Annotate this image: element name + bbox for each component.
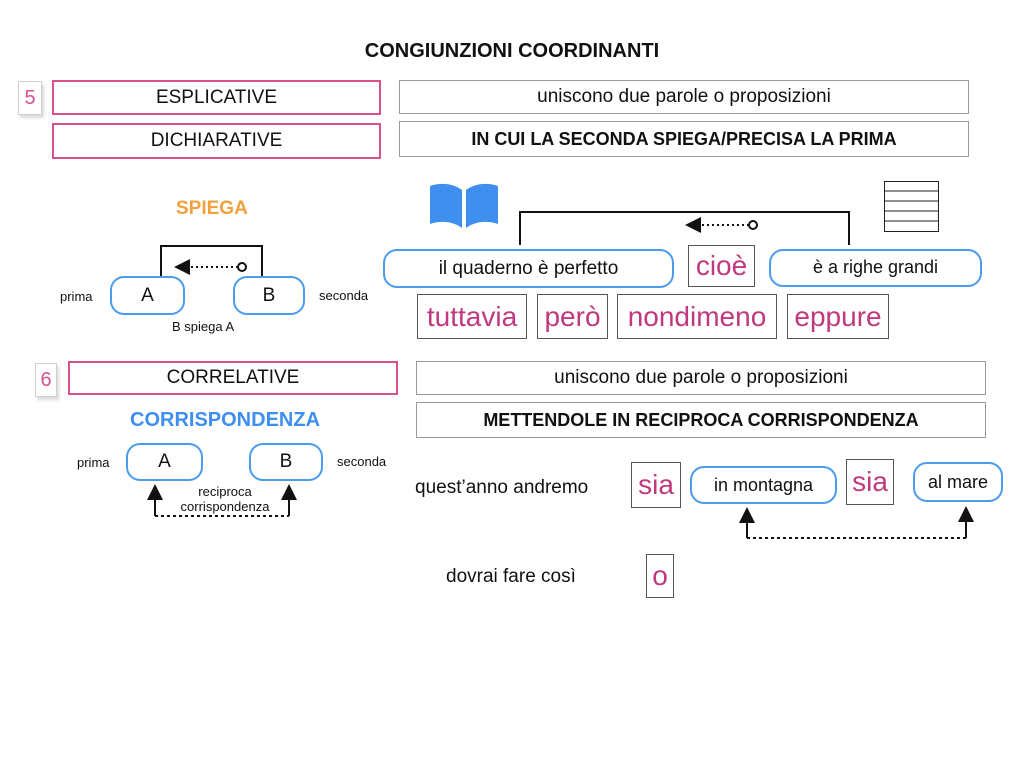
- diagram-heading-corrispondenza: CORRISPONDENZA: [130, 409, 321, 431]
- lined-notebook-icon: [884, 181, 939, 232]
- example-part-1: il quaderno è perfetto: [383, 249, 674, 288]
- spiega-arrow-origin: [237, 262, 247, 272]
- example-lead-andremo: quest’anno andremo: [415, 477, 589, 498]
- section-number-5: 5: [18, 81, 42, 115]
- conjunction-nondimeno: nondimeno: [617, 294, 777, 339]
- conjunction-tuttavia: tuttavia: [417, 294, 527, 339]
- category-label-correlative: CORRELATIVE: [68, 361, 398, 395]
- spiega-bracket: [160, 245, 263, 276]
- caption-b-spiega-a: B spiega A: [172, 319, 235, 334]
- conjunction-pero: però: [537, 294, 608, 339]
- definition-line-2: IN CUI LA SECONDA SPIEGA/PRECISA LA PRIM…: [399, 121, 969, 157]
- section-number-6: 6: [35, 363, 57, 397]
- definition-line-3: uniscono due parole o proposizioni: [416, 361, 986, 395]
- label-seconda: seconda: [319, 288, 369, 303]
- example-part-2: è a righe grandi: [769, 249, 982, 287]
- box-a-2: A: [126, 443, 203, 481]
- conjunction-cioe: cioè: [688, 245, 755, 287]
- conjunction-sia-2: sia: [846, 459, 894, 505]
- example-part-montagna: in montagna: [690, 466, 837, 504]
- label-prima: prima: [60, 289, 93, 304]
- diagram-heading-spiega: SPIEGA: [176, 198, 248, 219]
- conjunction-o: o: [646, 554, 674, 598]
- box-b: B: [233, 276, 305, 315]
- conjunction-eppure: eppure: [787, 294, 889, 339]
- conjunction-sia-1: sia: [631, 462, 681, 508]
- label-prima-2: prima: [77, 455, 110, 470]
- box-a: A: [110, 276, 185, 315]
- caption-reciproca-corrispondenza: reciproca corrispondenza: [180, 484, 270, 514]
- example-arrow-origin: [748, 220, 758, 230]
- example-lead-cosi: dovrai fare così: [446, 566, 576, 587]
- open-book-icon: [430, 183, 498, 228]
- category-label-esplicative: ESPLICATIVE: [52, 80, 381, 115]
- category-label-dichiarative: DICHIARATIVE: [52, 123, 381, 159]
- box-b-2: B: [249, 443, 323, 481]
- definition-line-1: uniscono due parole o proposizioni: [399, 80, 969, 114]
- label-seconda-2: seconda: [337, 454, 387, 469]
- example-part-mare: al mare: [913, 462, 1003, 502]
- page-title: CONGIUNZIONI COORDINANTI: [364, 40, 660, 62]
- example-bracket: [519, 211, 850, 245]
- definition-line-4: METTENDOLE IN RECIPROCA CORRISPONDENZA: [416, 402, 986, 438]
